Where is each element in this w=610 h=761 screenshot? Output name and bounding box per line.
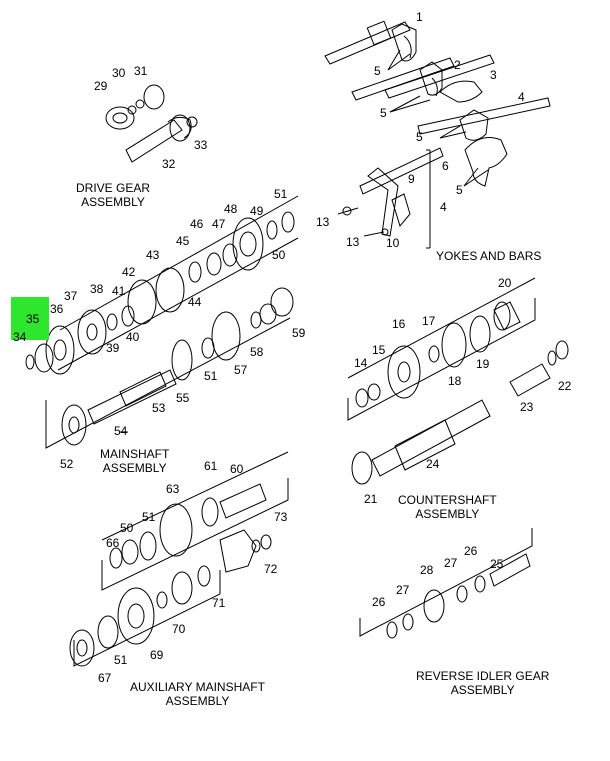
countershaft-lower — [351, 340, 569, 485]
callout: 51 — [142, 510, 156, 524]
callout: 34 — [13, 330, 27, 344]
callout: 41 — [112, 284, 126, 298]
callout: 54 — [114, 424, 128, 438]
callout: 71 — [212, 596, 226, 610]
callout: 50 — [272, 248, 286, 262]
callout: 24 — [426, 457, 440, 471]
drive-gear-assembly — [105, 84, 198, 163]
callout: 60 — [230, 462, 244, 476]
reverse-idler-assembly — [386, 553, 531, 639]
callout: 13 — [316, 215, 330, 229]
callout: 20 — [498, 276, 512, 290]
callout: 40 — [126, 330, 140, 344]
callout: 33 — [194, 138, 208, 152]
aux-mainshaft-lower — [69, 565, 211, 667]
callout: 17 — [422, 314, 436, 328]
callout-35-highlighted: 35 — [26, 312, 40, 326]
callout: 30 — [112, 66, 126, 80]
callout: 26 — [464, 544, 478, 558]
callout: 57 — [234, 363, 248, 377]
yoke-6 — [359, 137, 508, 195]
callout: 4 — [518, 90, 525, 104]
callout: 51 — [204, 369, 218, 383]
mainshaft-lower — [61, 287, 294, 446]
callout: 31 — [134, 64, 148, 78]
callout: 53 — [152, 401, 166, 415]
callout: 2 — [454, 58, 461, 72]
callout: 22 — [558, 379, 572, 393]
shift-bar-1 — [324, 20, 417, 65]
callout: 52 — [60, 457, 74, 471]
callout: 43 — [146, 248, 160, 262]
callout: 10 — [386, 236, 400, 250]
callout: 37 — [64, 289, 78, 303]
callout: 61 — [204, 459, 218, 473]
callout: 23 — [520, 400, 534, 414]
callout: 49 — [250, 204, 264, 218]
callout: 59 — [292, 326, 306, 340]
callout: 44 — [188, 295, 202, 309]
callout: 38 — [90, 282, 104, 296]
callout: 3 — [490, 68, 497, 82]
callout: 25 — [490, 557, 504, 571]
callout: 27 — [444, 556, 458, 570]
callout: 51 — [114, 653, 128, 667]
callout: 46 — [190, 217, 204, 231]
shift-bar-2 — [351, 57, 455, 101]
callout: 55 — [176, 391, 190, 405]
pin-13 — [337, 206, 385, 237]
callout: 5 — [380, 106, 387, 120]
callout: 21 — [364, 492, 378, 506]
callout: 28 — [420, 563, 434, 577]
callout: 26 — [372, 595, 386, 609]
callout: 47 — [212, 217, 226, 231]
callout: 42 — [122, 265, 136, 279]
callout: 39 — [106, 341, 120, 355]
callout: 69 — [150, 648, 164, 662]
callout: 36 — [50, 302, 64, 316]
callout: 67 — [98, 671, 112, 685]
shift-bar-3 — [384, 54, 495, 103]
lever-9 — [367, 167, 411, 237]
callout: 14 — [354, 356, 368, 370]
aux-mainshaft-upper — [109, 483, 272, 573]
callout: 16 — [392, 317, 406, 331]
callout: 5 — [374, 64, 381, 78]
callout: 9 — [408, 172, 415, 186]
callout: 66 — [106, 536, 120, 550]
callout: 29 — [94, 79, 108, 93]
shift-bar-4 — [417, 97, 551, 141]
callout: 70 — [172, 622, 186, 636]
callout: 6 — [442, 159, 449, 173]
callout: 63 — [166, 482, 180, 496]
callout: 73 — [274, 510, 288, 524]
callout: 5 — [416, 130, 423, 144]
callout: 48 — [224, 202, 238, 216]
callout: 15 — [372, 343, 386, 357]
callout: 5 — [456, 183, 463, 197]
mainshaft-gears-upper — [25, 211, 295, 375]
callout: 19 — [476, 357, 490, 371]
callout: 51 — [274, 187, 288, 201]
callout: 58 — [250, 345, 264, 359]
countershaft-upper — [355, 301, 521, 408]
callout: 50 — [120, 521, 134, 535]
callout: 18 — [448, 374, 462, 388]
callout: 1 — [416, 10, 423, 24]
callout: 13 — [346, 235, 360, 249]
callout: 72 — [264, 562, 278, 576]
callout: 32 — [162, 157, 176, 171]
callout: 4 — [440, 200, 447, 214]
callout: 45 — [176, 234, 190, 248]
callout: 27 — [396, 583, 410, 597]
highlighted-callout-35 — [11, 297, 49, 340]
yokes-bars-title: YOKES AND BARS — [436, 249, 542, 263]
